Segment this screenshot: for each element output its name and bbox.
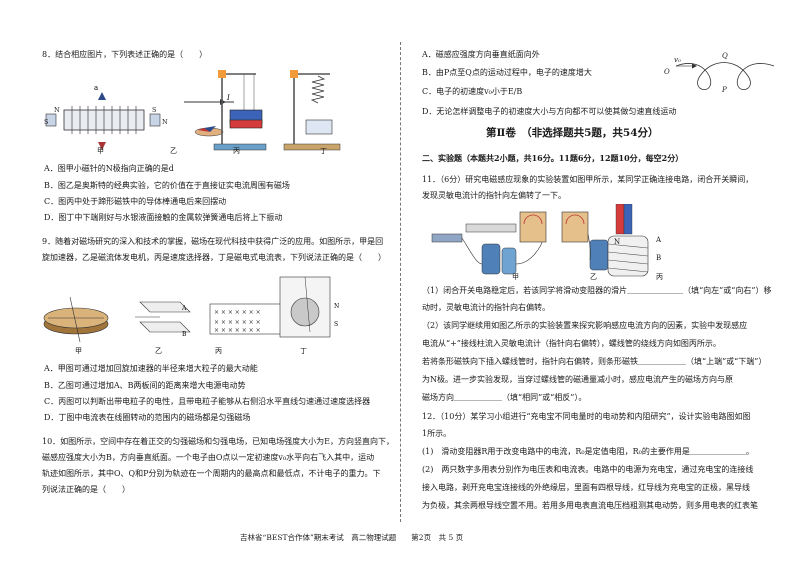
q10-option-c: C．电子的初速度v₀小于E/B: [422, 87, 523, 96]
q12-line-1: 12．（10分）某学习小组进行“充电宝不同电量时的电动势和内阻研究”，设计实验电…: [422, 412, 751, 421]
q11-body-line-6: 为N极。进一步实验发现，当穿过螺线管的磁通量减小时，感应电流产生的磁场方向与原: [422, 375, 733, 384]
q10-trajectory-figure: [675, 62, 775, 90]
q11-body-line-2: 动时，灵敏电流计的指针向右偏转。: [422, 303, 550, 312]
q11-fig-label-b: B: [656, 254, 662, 262]
magnet-rod-figure: [213, 70, 267, 151]
q11-body-line-3: （2）该同学继续用如图乙所示的实验装置来探究影响感应电流方向的因素，实验中发现感…: [422, 321, 748, 330]
part2-title: 第Ⅱ卷 （非选择题共5题，共54分）: [486, 127, 659, 139]
q10-stem-line-3: 轨迹如图所示，其中O、Q和P分别为轨迹在一个周期内的最高点和最低点，不计电子的重…: [42, 469, 381, 478]
svg-text:N: N: [54, 106, 60, 114]
oersted-figure: I: [184, 94, 234, 137]
spring-figure: [283, 70, 341, 151]
svg-text:× × × × × × ×: × × × × × × ×: [214, 309, 261, 316]
q9-option-b: B．乙图可通过增加A、B两板间的距离来增大电源电动势: [44, 381, 246, 390]
solenoid-figure: [45, 92, 161, 150]
q9-fig-label-4: 丁: [300, 347, 307, 355]
q11-apparatus-figure: [431, 204, 649, 277]
q12-line-2: 1所示。: [422, 429, 452, 438]
galvanometer-figure: N S: [279, 276, 339, 338]
q8-option-d: D．图丁中下端刚好与水银液面接触的金属软弹簧通电后将上下振动: [44, 213, 283, 222]
q8-fig-label-4: 丁: [320, 147, 327, 155]
q8-option-b: B．图乙是奥斯特的经典实验，它的价值在于直接证实电流周围有磁场: [44, 181, 290, 190]
column-divider: [400, 42, 401, 522]
q8-fig-label-2: 乙: [170, 147, 177, 155]
q10-stem-line-2: 磁感应强度大小为B，方向垂直纸面。一个电子由O点以一定初速度v₀水平向右飞入其中…: [42, 453, 375, 462]
q10-label-o: O: [664, 68, 670, 76]
q11-stem-line-2: 发现灵敏电流计的指针向左偏转了一下。: [422, 191, 566, 200]
q11-body-line-5: 若将条形磁铁向下插入螺线管时，指针向右偏转，则条形磁铁＿＿＿＿＿＿（填“上端”或…: [422, 357, 767, 366]
experiment-heading: 二、实验题（本题共2小题，共16分。11题6分，12题10分，每空2分）: [422, 153, 684, 163]
q9-figures: A B × × × × × × × × × × × × × × × × × × …: [43, 276, 339, 343]
svg-text:N: N: [162, 118, 168, 126]
circuit-figure: [431, 211, 547, 275]
q11-fig-label-n: N: [614, 238, 621, 246]
svg-text:S: S: [334, 321, 338, 328]
left-column: 8．结合相应图片，下列表述正确的是（ ） a N S S N I: [42, 50, 395, 494]
q10-label-q: Q: [722, 52, 728, 60]
q10-stem-line-4: 列说法正确的是（ ）: [42, 485, 130, 494]
q9-stem-line-1: 9．随着对磁场研究的深入和技术的掌握，磁场在现代科技中获得广泛的应用。如图所示，…: [42, 237, 384, 246]
svg-text:B: B: [182, 331, 187, 338]
q9-option-d: D．丁图中电流表在线圈转动的范围内的磁场都是匀强磁场: [44, 413, 251, 422]
svg-text:× × × × × × ×: × × × × × × ×: [214, 327, 261, 334]
q8-option-c: C．图丙中处于蹄形磁铁中的导体棒通电后来回摆动: [44, 197, 227, 206]
q11-fig-label-1: 甲: [512, 273, 519, 281]
q9-fig-label-1: 甲: [75, 347, 82, 355]
velocity-selector-figure: × × × × × × × × × × × × × × × × × × × × …: [209, 303, 291, 335]
q11-body-line-4: 电流从“+”接线柱流入灵敏电流计（指针向右偏转），螺线管的绕线方向如图丙所示。: [422, 339, 721, 348]
q9-option-a: A．甲图可通过增加回旋加速器的半径来增大粒子的最大动能: [44, 364, 258, 373]
q11-body-line-1: （1）闭合开关电路稳定后，若该同学将滑动变阻器的滑片＿＿＿＿＿＿＿（填“向左”或…: [422, 286, 772, 295]
q10-option-d: D．无论怎样调整电子的初速度大小与方向都不可以使其做匀速直线运动: [422, 107, 677, 116]
q9-fig-label-3: 丙: [215, 347, 222, 355]
q11-fig-label-a: A: [656, 236, 662, 244]
q10-option-b: B．由P点至Q点的运动过程中，电子的速度增大: [422, 68, 592, 77]
q11-fig-label-2: 乙: [590, 273, 597, 281]
q10-stem-line-1: 10．如图所示，空间中存在着正交的匀强磁场和匀强电场，已知电场强度大小为E，方向…: [42, 437, 395, 446]
coil-winding-figure: [607, 204, 649, 277]
page-footer: 吉林省“BEST合作体”期末考试 高二物理试题 第2页 共 5 页: [240, 533, 464, 542]
q12-line-4: (2) 两只数字多用表分别作为电压表和电流表。电路中的电源为充电宝，通过充电宝的…: [422, 465, 754, 474]
q11-stem-line-1: 11．（6分）研究电磁感应现象的实验装置如图甲所示，某同学正确连接电路，闭合开关…: [422, 175, 754, 184]
q9-fig-label-2: 乙: [155, 347, 162, 355]
q8-fig-label-3: 丙: [233, 147, 240, 155]
q8-fig-label-1: 甲: [97, 147, 104, 155]
q10-label-v0: v₀: [674, 56, 681, 64]
q11-body-line-7: 磁场方向＿＿＿＿＿＿（填“相同”或“相反”）。: [422, 393, 587, 402]
q12-line-5: 接入电路，剥开充电宝连接线的外绝缘层，里面有四根导线，红导线为充电宝的正极，黑导…: [422, 483, 750, 492]
q8-stem: 8．结合相应图片，下列表述正确的是（ ）: [42, 50, 208, 59]
q8-label-a: a: [94, 84, 98, 92]
q10-label-p: P: [722, 86, 727, 94]
svg-text:I: I: [226, 94, 230, 102]
q9-stem-line-2: 旋加速器，乙是磁流体发电机，丙是速度选择器，丁是磁电式电流表，下列说法正确的是（…: [42, 253, 386, 262]
svg-text:S: S: [44, 118, 48, 126]
q8-figures: a N S S N I: [44, 70, 341, 151]
cyclotron-figure: [43, 296, 109, 343]
q12-line-3: (1) 滑动变阻器R用于改变电路中的电流，R₀是定值电阻，R₀的主要作用是＿＿＿…: [422, 447, 754, 456]
right-column: A．磁感应强度方向垂直纸面向外 B．由P点至Q点的运动过程中，电子的速度增大 C…: [402, 0, 794, 561]
q8-option-a: A．图甲小磁针的N极指向正确的是d: [44, 164, 174, 173]
svg-text:S: S: [152, 106, 156, 114]
svg-text:A: A: [181, 305, 187, 312]
svg-text:N: N: [334, 303, 339, 310]
galvanometer-coil-figure: [561, 211, 609, 271]
svg-text:× × × × × × ×: × × × × × × ×: [214, 319, 261, 326]
q11-fig-label-3: 丙: [656, 273, 663, 281]
mhd-generator-figure: A B: [135, 301, 191, 338]
q10-option-a: A．磁感应强度方向垂直纸面向外: [422, 50, 540, 59]
q12-line-6: 为负极，其余两根导线空置不用。若用多用电表直流电压档粗测其电动势，则多用电表的红…: [422, 501, 758, 510]
q9-option-c: C．丙图可以判断出带电粒子的电性，且带电粒子能够从右侧沿水平直线匀速通过速度选择…: [44, 397, 371, 406]
